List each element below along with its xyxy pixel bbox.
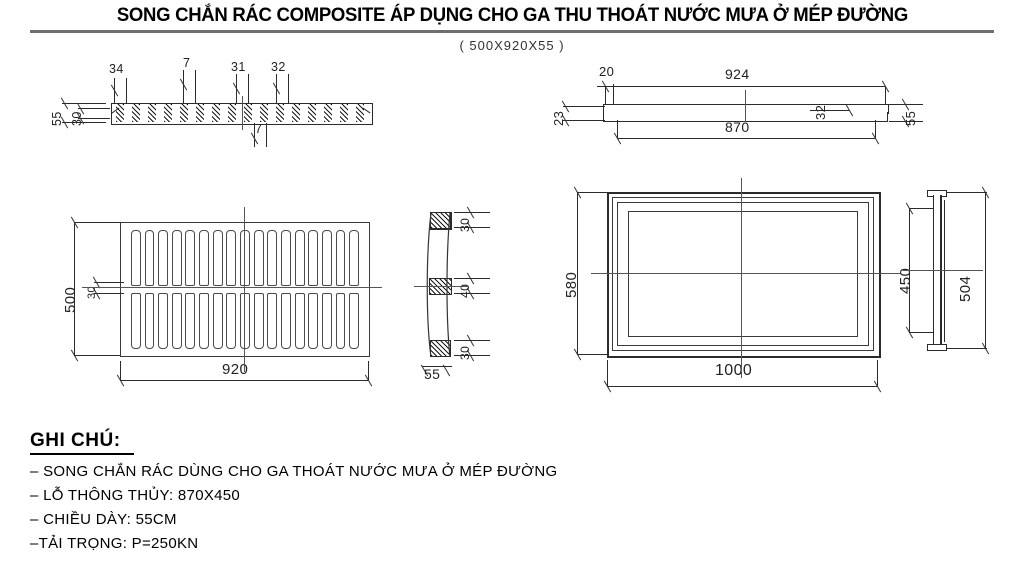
dim-frame-width-plan: 1000 bbox=[715, 362, 753, 379]
grate-slot bbox=[185, 293, 196, 349]
grate-slot bbox=[185, 230, 196, 286]
dim-thickness-total: 55 bbox=[50, 111, 64, 126]
grate-slot bbox=[280, 293, 291, 349]
frame-outline-outer bbox=[607, 192, 881, 358]
grate-slot bbox=[308, 293, 319, 349]
dim-frame-inner-height: 450 bbox=[897, 267, 914, 294]
frame-plan-view: 580 1000 bbox=[545, 172, 915, 397]
grate-slot bbox=[199, 230, 209, 286]
dim-grate-length: 920 bbox=[222, 361, 249, 378]
dim-side-thickness: 55 bbox=[424, 366, 441, 382]
note-item: – LỖ THÔNG THỦY: 870X450 bbox=[30, 487, 241, 504]
grate-slot bbox=[171, 230, 182, 286]
frame-section-view: 924 20 32 23 55 870 bbox=[551, 58, 923, 168]
title-underline bbox=[30, 30, 994, 33]
dim-thickness-rib: 30 bbox=[70, 111, 84, 126]
page-title-text: SONG CHẮN RÁC COMPOSITE ÁP DỤNG CHO GA T… bbox=[116, 4, 908, 26]
grate-slot bbox=[226, 293, 237, 349]
section-profile-view: 34 7 31 32 55 30 7 bbox=[48, 56, 378, 165]
grate-slots bbox=[120, 222, 368, 355]
grate-slot bbox=[335, 230, 346, 286]
grate-slot bbox=[280, 230, 291, 286]
grate-slot bbox=[199, 293, 209, 349]
grate-slot bbox=[321, 230, 332, 286]
dim-seat-depth: 23 bbox=[551, 110, 566, 126]
grate-slot bbox=[130, 230, 141, 286]
grate-slot bbox=[294, 230, 305, 286]
dim-rib-pitch-3: 32 bbox=[271, 60, 286, 74]
frame-outline-inner bbox=[628, 211, 858, 337]
dim-rib-pitch-2: 31 bbox=[231, 60, 246, 74]
notes-block: GHI CHÚ: – SONG CHẮN RÁC DÙNG CHO GA THO… bbox=[30, 430, 557, 559]
frame-outline-3 bbox=[617, 202, 869, 346]
grate-slot bbox=[130, 293, 141, 349]
page-title: SONG CHẮN RÁC COMPOSITE ÁP DỤNG CHO GA T… bbox=[0, 4, 1024, 27]
grate-slot bbox=[267, 293, 278, 349]
dim-rib-web: 7 bbox=[255, 122, 263, 136]
grate-slot bbox=[158, 293, 169, 349]
grate-slot bbox=[253, 230, 264, 286]
grate-plan-view: 500 30 920 bbox=[60, 195, 390, 395]
grate-slot bbox=[212, 230, 223, 286]
grate-slot bbox=[349, 230, 360, 286]
grate-slot bbox=[226, 230, 237, 286]
note-item: – CHIỀU DÀY: 55CM bbox=[30, 511, 177, 528]
grate-slot bbox=[294, 293, 305, 349]
grate-slot bbox=[308, 230, 319, 286]
notes-heading-text: GHI CHÚ: bbox=[30, 430, 121, 451]
grate-slot bbox=[349, 293, 360, 349]
note-item: – SONG CHẮN RÁC DÙNG CHO GA THOÁT NƯỚC M… bbox=[30, 463, 558, 480]
notes-heading: GHI CHÚ: bbox=[30, 430, 557, 452]
grate-slot bbox=[171, 293, 182, 349]
page-subtitle: ( 500X920X55 ) bbox=[459, 38, 565, 53]
grate-slot bbox=[144, 293, 155, 349]
dim-overall-length: 924 bbox=[725, 66, 750, 82]
grate-slot bbox=[267, 230, 278, 286]
grate-slot bbox=[321, 293, 332, 349]
frame-side-view: 450 504 bbox=[895, 178, 1010, 383]
grate-slot bbox=[335, 293, 346, 349]
dim-clear-opening: 870 bbox=[725, 119, 750, 135]
dim-rib-pitch-1: 34 bbox=[109, 62, 124, 76]
dim-side-top: 30 bbox=[458, 217, 472, 232]
grate-slot bbox=[212, 293, 223, 349]
dim-side-bottom: 30 bbox=[458, 345, 472, 360]
dim-frame-height: 55 bbox=[903, 110, 918, 126]
frame-outline-2 bbox=[612, 197, 874, 351]
dim-frame-overall: 504 bbox=[957, 275, 974, 302]
dim-flange: 20 bbox=[599, 64, 615, 79]
note-item: –TẢI TRỌNG: P=250KN bbox=[30, 535, 199, 552]
grate-side-section-view: 30 40 30 55 bbox=[408, 200, 518, 390]
notes-underline bbox=[30, 453, 134, 455]
notes-list: – SONG CHẮN RÁC DÙNG CHO GA THOÁT NƯỚC M… bbox=[30, 463, 557, 552]
dim-web: 32 bbox=[813, 104, 828, 120]
grate-slot bbox=[253, 293, 264, 349]
grate-slot bbox=[144, 230, 155, 286]
grate-slot bbox=[158, 230, 169, 286]
dim-rib-gap: 7 bbox=[183, 56, 191, 70]
dim-grate-width: 500 bbox=[62, 286, 79, 313]
dim-frame-height-plan: 580 bbox=[563, 271, 580, 298]
